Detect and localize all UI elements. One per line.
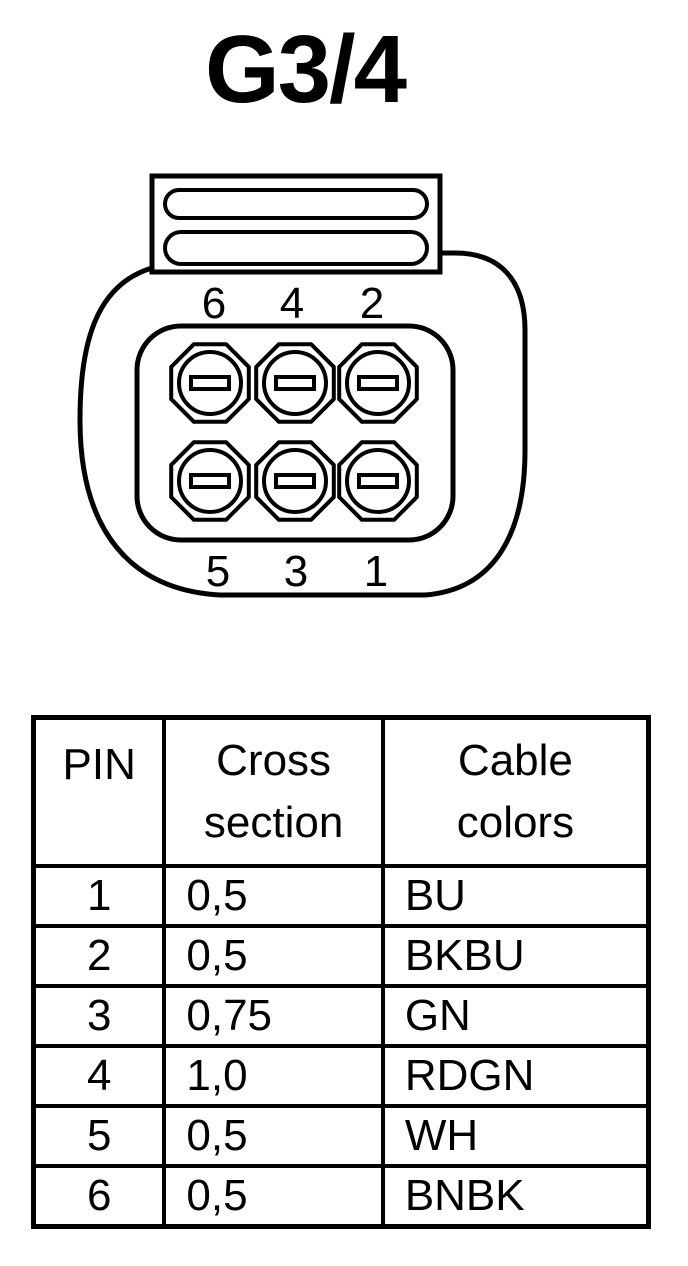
header-pin: PIN	[31, 715, 167, 868]
cable-color-value: BU	[380, 864, 651, 928]
pin-label-top: 2	[360, 279, 384, 328]
pin-label-bottom: 3	[284, 547, 308, 596]
pin-number: 5	[31, 1104, 167, 1168]
pin-number: 4	[31, 1044, 167, 1108]
pin-label-top: 4	[280, 279, 304, 328]
pin-cavity	[169, 342, 251, 424]
table-row: 4 1,0 RDGN	[31, 1044, 651, 1108]
pin-number: 6	[31, 1164, 167, 1229]
table-header-row: PIN Cross section Cable colors	[31, 715, 651, 868]
header-cable-colors: Cable colors	[380, 715, 651, 868]
cable-color-value: WH	[380, 1104, 651, 1168]
pin-cavity	[337, 342, 419, 424]
pin-cavity	[169, 440, 251, 522]
cross-section-value: 0,5	[162, 864, 385, 928]
pin-number: 3	[31, 984, 167, 1048]
pin-label-bottom: 5	[206, 547, 230, 596]
table-row: 3 0,75 GN	[31, 984, 651, 1048]
table-row: 2 0,5 BKBU	[31, 924, 651, 988]
pinout-table: PIN Cross section Cable colors 1 0,5 BU …	[31, 715, 651, 1229]
connector-housing	[77, 250, 528, 598]
table-row: 1 0,5 BU	[31, 864, 651, 928]
pin-cavity	[254, 342, 336, 424]
cross-section-value: 0,5	[162, 1104, 385, 1168]
pin-label-bottom: 1	[364, 547, 388, 596]
pin-cavity	[337, 440, 419, 522]
pin-cavity-block	[134, 323, 456, 543]
cross-section-value: 0,5	[162, 1164, 385, 1229]
table-row: 5 0,5 WH	[31, 1104, 651, 1168]
latch-slot-top	[163, 188, 429, 220]
pin-number: 1	[31, 864, 167, 928]
cable-color-value: RDGN	[380, 1044, 651, 1108]
cross-section-value: 0,5	[162, 924, 385, 988]
header-cross-section: Cross section	[162, 715, 385, 868]
pin-label-top: 6	[202, 279, 226, 328]
cable-color-value: GN	[380, 984, 651, 1048]
pin-cavity	[254, 440, 336, 522]
connector-diagram: 6 4 2 5 3 1	[77, 173, 528, 598]
connector-title: G3/4	[204, 16, 407, 123]
latch-slot-bottom	[163, 230, 429, 266]
cable-color-value: BKBU	[380, 924, 651, 988]
cross-section-value: 1,0	[162, 1044, 385, 1108]
pin-number: 2	[31, 924, 167, 988]
table-row: 6 0,5 BNBK	[31, 1164, 651, 1229]
cross-section-value: 0,75	[162, 984, 385, 1048]
cable-color-value: BNBK	[380, 1164, 651, 1229]
